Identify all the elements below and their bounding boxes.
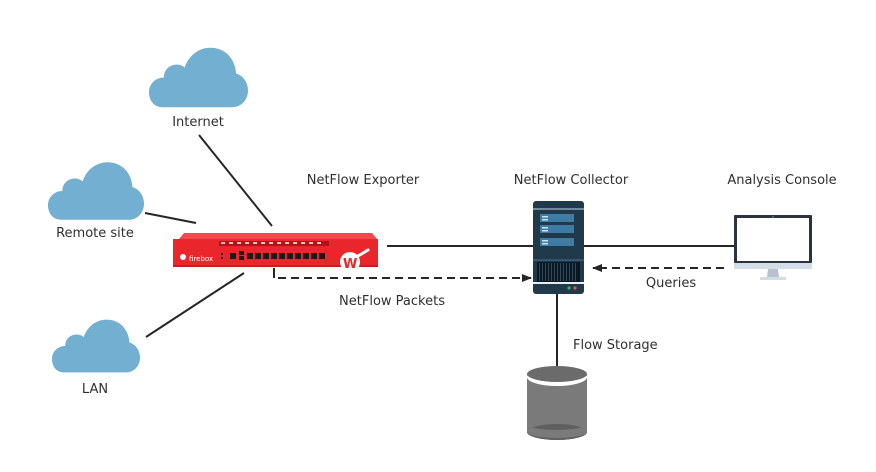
flow-storage-label: Flow Storage <box>573 338 658 353</box>
svg-text:W: W <box>343 257 357 272</box>
remote-site-label: Remote site <box>56 226 134 241</box>
lan-label: LAN <box>81 382 109 397</box>
queries-label: Queries <box>645 276 697 291</box>
link-remote-site-exporter <box>144 212 197 224</box>
database-icon <box>527 366 587 440</box>
internet-cloud-icon <box>149 47 248 108</box>
firewall-appliance-icon: firebox W <box>173 233 378 272</box>
monitor-icon <box>734 215 812 280</box>
netflow-packets-label: NetFlow Packets <box>339 294 445 309</box>
link-lan-exporter <box>145 272 245 338</box>
remote-site-cloud-icon <box>48 162 144 220</box>
netflow-exporter-label: NetFlow Exporter <box>306 173 420 188</box>
analysis-console-label: Analysis Console <box>727 173 837 188</box>
server-icon <box>533 201 584 294</box>
lan-cloud-icon <box>52 319 140 373</box>
firebox-brand-text: firebox <box>189 255 213 263</box>
internet-label: Internet <box>172 115 224 130</box>
link-internet-exporter <box>198 134 273 227</box>
netflow-collector-label: NetFlow Collector <box>513 173 629 188</box>
